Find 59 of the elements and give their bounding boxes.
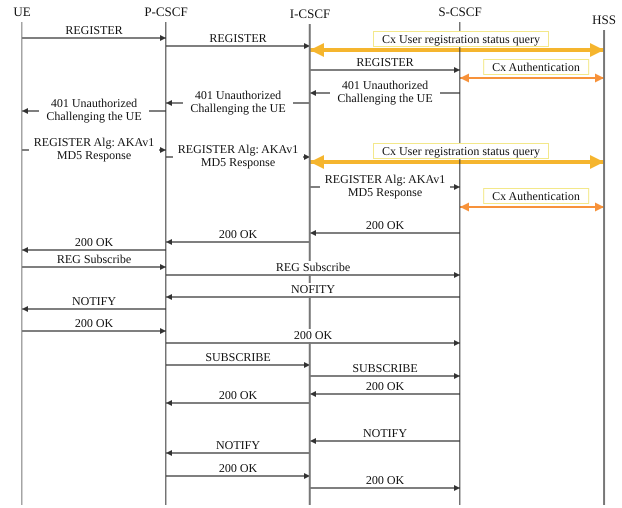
- edge-label: 200 OK: [216, 462, 260, 475]
- lifeline-header: UE: [13, 5, 31, 19]
- message-arrow: [310, 391, 460, 397]
- edge-label: 200 OK: [364, 219, 406, 232]
- message-arrow: [460, 202, 604, 212]
- edge-label: SUBSCRIBE: [203, 351, 273, 364]
- edge-label: Cx User registration status query: [373, 31, 549, 47]
- edge-label: 401 Unauthorized Challenging the UE: [183, 89, 293, 115]
- message-arrow: [310, 43, 604, 57]
- message-arrow: [460, 74, 604, 82]
- lifeline-header: S-CSCF: [438, 5, 482, 19]
- message-arrow: [166, 272, 460, 278]
- edge-label: 200 OK: [72, 236, 116, 249]
- edge-label: Cx User registration status query: [373, 143, 549, 159]
- edge-label: 200 OK: [364, 380, 406, 393]
- message-arrow: [310, 67, 460, 73]
- message-arrow: [310, 438, 460, 444]
- edge-label: REGISTER: [63, 24, 125, 37]
- edge-label: REGISTER Alg: AKAv1 MD5 Response: [320, 173, 450, 199]
- message-arrow: [166, 340, 460, 346]
- edge-label: 401 Unauthorized Challenging the UE: [330, 79, 440, 105]
- message-arrow: [22, 328, 166, 334]
- edge-label: REGISTER: [207, 32, 269, 45]
- edge-label: REGISTER Alg: AKAv1 MD5 Response: [29, 136, 159, 162]
- edge-label: Cx Authentication: [483, 188, 589, 204]
- edge-label: NOFITY: [289, 283, 337, 296]
- edge-label: REG Subscribe: [54, 253, 134, 266]
- message-arrow: [22, 264, 166, 270]
- message-arrow: [22, 247, 166, 253]
- edge-label: REGISTER: [354, 56, 416, 69]
- message-arrow: [166, 450, 310, 456]
- edge-label: NOTIFY: [70, 295, 118, 308]
- edge-label: NOTIFY: [214, 439, 262, 452]
- message-arrow: [166, 362, 310, 368]
- message-arrow: [166, 239, 310, 245]
- lifeline-header: P-CSCF: [144, 5, 188, 19]
- message-arrow: [310, 230, 460, 236]
- lifeline-header: I-CSCF: [290, 7, 330, 21]
- message-arrow: [310, 373, 460, 379]
- message-arrow: [166, 473, 310, 479]
- message-arrow: [166, 43, 310, 49]
- message-arrow: [310, 155, 604, 169]
- edge-label: REG Subscribe: [274, 261, 352, 274]
- lifeline-header: HSS: [592, 13, 616, 27]
- edge-label: 200 OK: [216, 228, 260, 241]
- edge-label: NOTIFY: [361, 427, 409, 440]
- message-arrow: [166, 400, 310, 406]
- edge-label: 200 OK: [364, 474, 406, 487]
- message-arrow: [22, 35, 166, 41]
- message-arrow: [166, 294, 460, 300]
- edge-label: REGISTER Alg: AKAv1 MD5 Response: [173, 143, 303, 169]
- edge-label: SUBSCRIBE: [350, 362, 420, 375]
- edge-label: 200 OK: [72, 317, 116, 330]
- message-arrow: [22, 306, 166, 312]
- edge-label: 200 OK: [292, 329, 334, 342]
- message-arrow: [310, 485, 460, 491]
- edge-label: 200 OK: [216, 389, 260, 402]
- edge-label: Cx Authentication: [483, 59, 589, 75]
- edge-label: 401 Unauthorized Challenging the UE: [39, 97, 149, 123]
